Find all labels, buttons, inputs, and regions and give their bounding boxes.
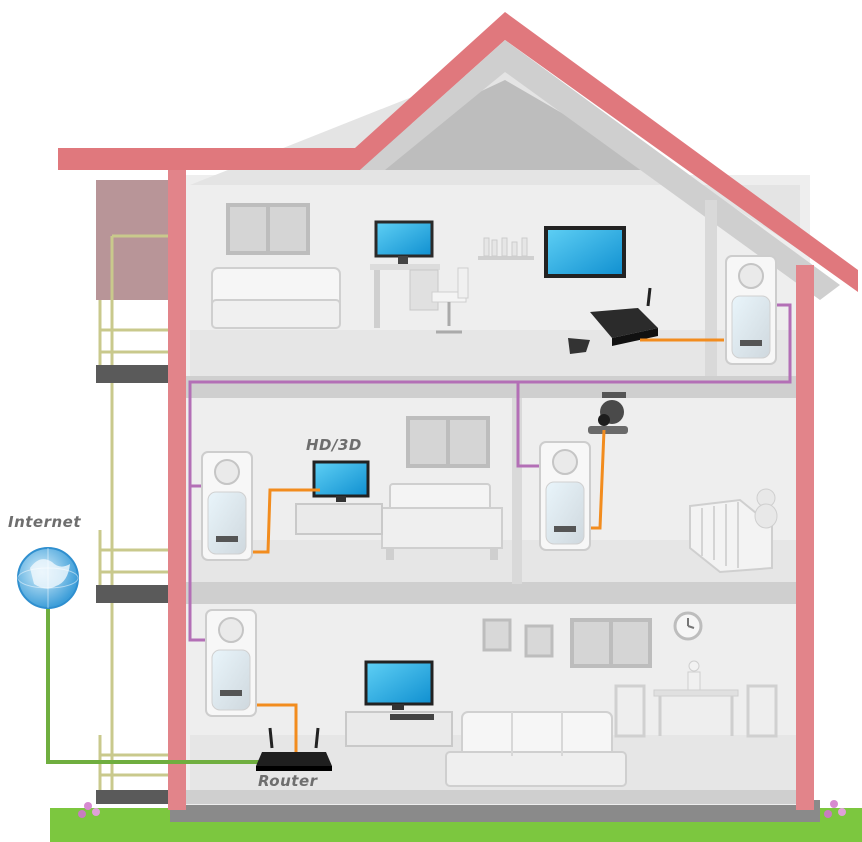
floor-top-light (190, 330, 796, 376)
powerline-adapter-nursery (539, 441, 591, 551)
dining-set (614, 660, 778, 738)
floor-slab-middle (186, 582, 796, 604)
ip-camera (588, 392, 628, 434)
tv-living-room (345, 660, 453, 747)
roof (58, 12, 858, 292)
window-living-room (570, 618, 652, 668)
floor-slab-bottom (186, 790, 796, 804)
powerline-adapter-top (725, 255, 777, 365)
crib (689, 488, 778, 574)
window-bedroom (406, 416, 490, 468)
floor-slab-top (186, 376, 796, 398)
sofa-top-floor (211, 267, 341, 329)
tv-hd3d (295, 460, 383, 535)
roof-underside (360, 40, 840, 300)
attic-shadow (360, 80, 660, 170)
powerline-adapter-bedroom (201, 451, 253, 561)
picture-frames (482, 618, 554, 658)
router-label: Router (258, 772, 318, 790)
internet-label: Internet (8, 513, 82, 531)
bed (381, 483, 503, 560)
computer-desk (370, 220, 469, 334)
balcony-stack (96, 180, 170, 804)
flowers-left (78, 802, 100, 818)
left-wall (168, 170, 186, 810)
ground-shadow (170, 800, 820, 822)
hd3d-label: HD/3D (306, 436, 362, 454)
window-top-floor (226, 203, 310, 255)
router-icon (256, 727, 332, 771)
game-console (568, 287, 658, 354)
clock-icon (673, 611, 703, 641)
wall-tv-top (544, 226, 626, 278)
attic-room-divider (705, 200, 717, 376)
internet-globe-icon (17, 547, 79, 609)
powerline-adapter-ground (205, 609, 257, 717)
internet-cable (46, 606, 262, 764)
room-divider (512, 398, 522, 584)
right-wall (796, 265, 814, 810)
flowers-right (824, 800, 846, 818)
bookshelf (478, 237, 534, 260)
sofa-living-room (445, 711, 627, 787)
